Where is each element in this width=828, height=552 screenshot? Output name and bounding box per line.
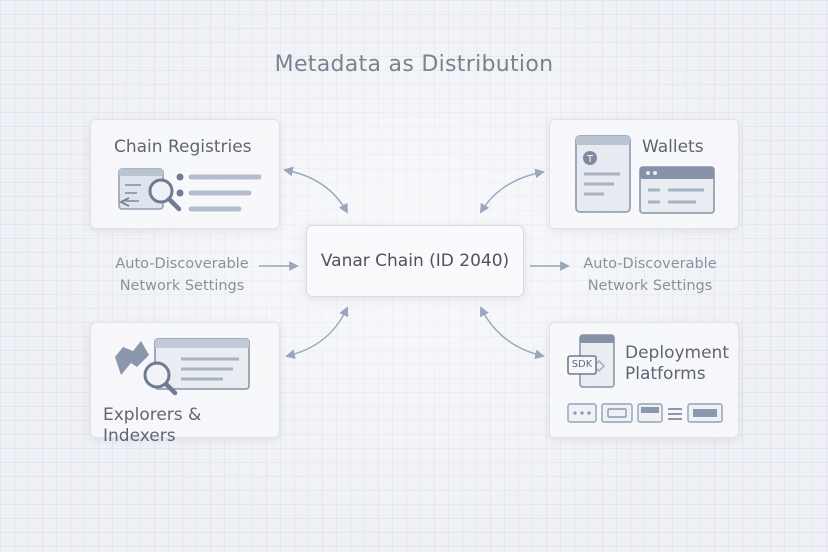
wallets-label: Wallets [642,137,704,157]
deployment-label-line2: Platforms [625,364,706,384]
deployment-label: Deployment Platforms [625,343,729,385]
chain-registries-card: Chain Registries [90,119,280,229]
diagram-title: Metadata as Distribution [274,52,554,77]
wallets-card: T Wallets [549,119,739,229]
explorer-icon [115,338,250,396]
right-settings-label: Auto-Discoverable Network Settings [565,253,735,297]
left-settings-line2: Network Settings [119,278,245,294]
arrow-explorers-center [285,306,349,359]
arrow-deployment-center [480,306,545,359]
window-icon [639,166,715,214]
svg-text:T: T [586,154,594,165]
sdk-box-icon [567,334,615,388]
vanar-chain-label: Vanar Chain (ID 2040) [320,251,510,271]
vanar-chain-node: Vanar Chain (ID 2040) [306,225,524,297]
explorers-label: Explorers & Indexers [103,405,202,446]
deployment-card: SDK Deployment Platforms [549,322,739,438]
arrow-registries-center [283,166,348,214]
arrow-wallets-center [479,168,545,214]
platform-tiles-icon [567,403,723,423]
registry-icon [118,168,262,212]
wallet-app-icon: T [575,135,631,213]
left-settings-line1: Auto-Discoverable [115,256,249,272]
left-settings-label: Auto-Discoverable Network Settings [97,253,267,297]
sdk-badge: SDK [571,359,593,370]
deployment-label-line1: Deployment [625,343,729,363]
right-settings-line2: Network Settings [587,278,713,294]
explorers-card: Explorers & Indexers [90,322,280,446]
chain-registries-label: Chain Registries [114,137,252,157]
right-settings-line1: Auto-Discoverable [583,256,717,272]
